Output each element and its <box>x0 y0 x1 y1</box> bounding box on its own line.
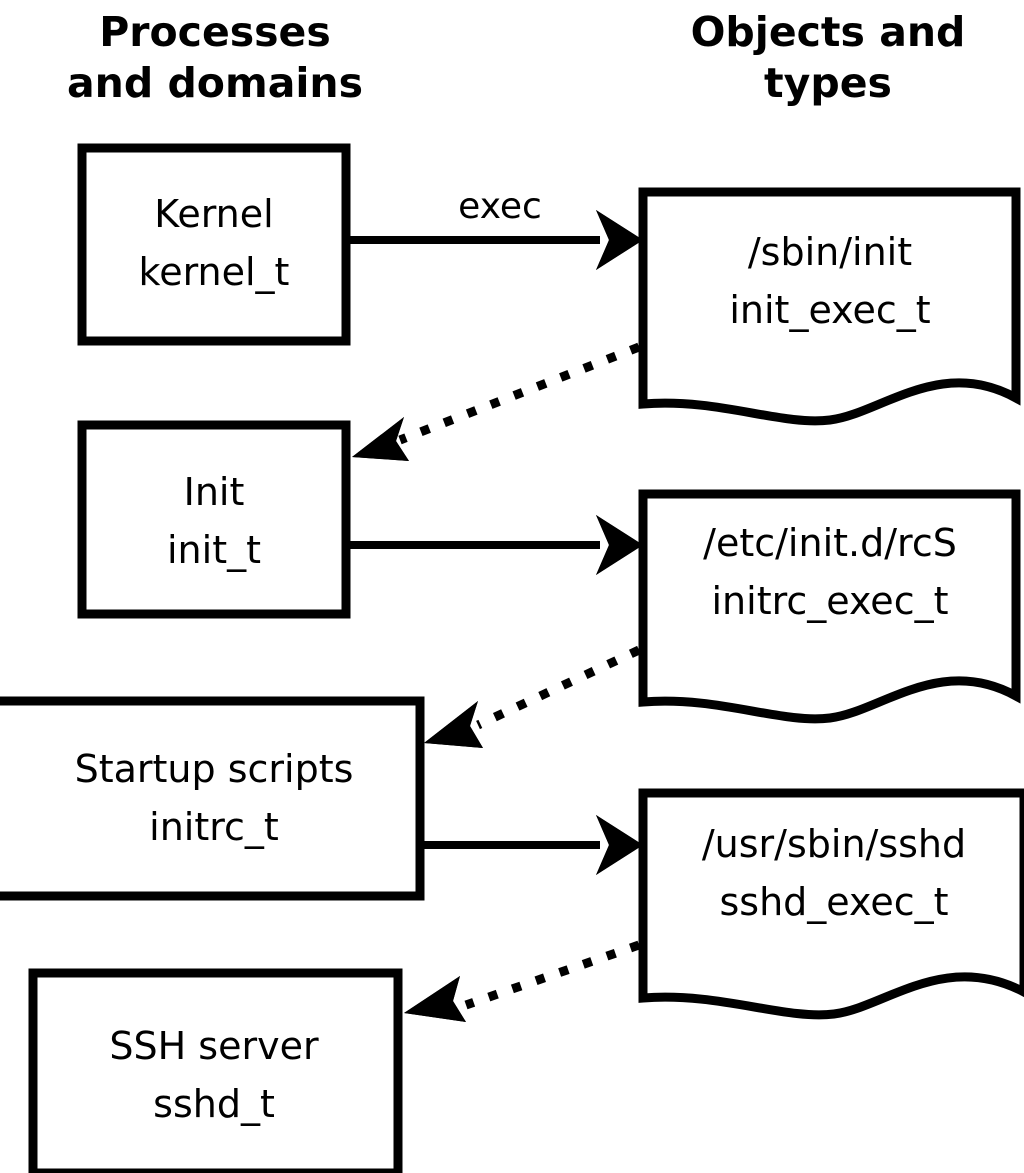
object-node-initrc-exec-shape[interactable] <box>638 489 1021 724</box>
edge-line-dotted <box>398 342 641 445</box>
process-node-init-box[interactable] <box>77 420 351 619</box>
arrowhead-icon-exec <box>596 210 643 270</box>
process-node-initrc-line1: Startup scripts <box>75 747 354 791</box>
process-node-kernel-line2: kernel_t <box>139 250 290 294</box>
process-node-init-line2: init_t <box>167 528 261 572</box>
process-node-sshd-line2: sshd_t <box>153 1082 275 1126</box>
arrowhead-icon-to-init <box>352 417 409 461</box>
object-node-initrc-exec[interactable]: /etc/init.d/rcS initrc_exec_t <box>638 489 1021 724</box>
edge-init-exec-initrc-exec <box>350 515 643 575</box>
arrowhead-icon-to-sshd <box>404 976 466 1022</box>
object-node-init-exec[interactable]: /sbin/init init_exec_t <box>638 187 1021 426</box>
object-node-sshd-exec-line2: sshd_exec_t <box>719 880 948 924</box>
edge-line-dotted <box>464 940 641 1010</box>
arrowhead-icon-initrc-to-sshd-exec <box>596 815 643 875</box>
arrowhead-icon-to-initrc <box>424 701 483 748</box>
process-node-sshd-line1: SSH server <box>109 1024 319 1068</box>
process-node-initrc-line2: initrc_t <box>149 805 279 849</box>
edge-label-exec: exec <box>458 186 542 227</box>
process-node-sshd[interactable]: SSH server sshd_t <box>28 968 403 1173</box>
edge-kernel-exec-init-exec: exec <box>350 186 643 270</box>
process-node-kernel-box[interactable] <box>77 143 351 346</box>
object-node-init-exec-line2: init_exec_t <box>729 288 930 332</box>
object-node-init-exec-line1: /sbin/init <box>748 230 912 274</box>
arrowhead-icon-init-to-initrc-exec <box>596 515 643 575</box>
edge-line-dotted <box>476 645 641 730</box>
process-node-kernel-line1: Kernel <box>154 192 273 236</box>
process-node-initrc-box[interactable] <box>0 696 425 901</box>
process-node-kernel[interactable]: Kernel kernel_t <box>77 143 351 346</box>
object-node-sshd-exec-line1: /usr/sbin/sshd <box>702 822 966 866</box>
object-node-initrc-exec-line2: initrc_exec_t <box>712 579 949 623</box>
object-node-sshd-exec[interactable]: /usr/sbin/sshd sshd_exec_t <box>638 788 1024 1020</box>
object-node-init-exec-shape[interactable] <box>638 187 1021 426</box>
column-header-objects-line1: Objects and <box>691 8 966 56</box>
object-node-initrc-exec-line1: /etc/init.d/rcS <box>703 521 957 565</box>
arrowheads-overlay <box>352 210 643 1022</box>
object-node-sshd-exec-shape[interactable] <box>638 788 1024 1020</box>
process-node-sshd-box[interactable] <box>28 968 403 1173</box>
process-node-initrc[interactable]: Startup scripts initrc_t <box>0 696 425 901</box>
column-header-processes-line2: and domains <box>67 59 363 107</box>
column-header-processes-line1: Processes <box>99 8 331 56</box>
process-node-init-line1: Init <box>184 470 245 514</box>
process-node-init[interactable]: Init init_t <box>77 420 351 619</box>
column-header-objects-line2: types <box>764 59 892 107</box>
